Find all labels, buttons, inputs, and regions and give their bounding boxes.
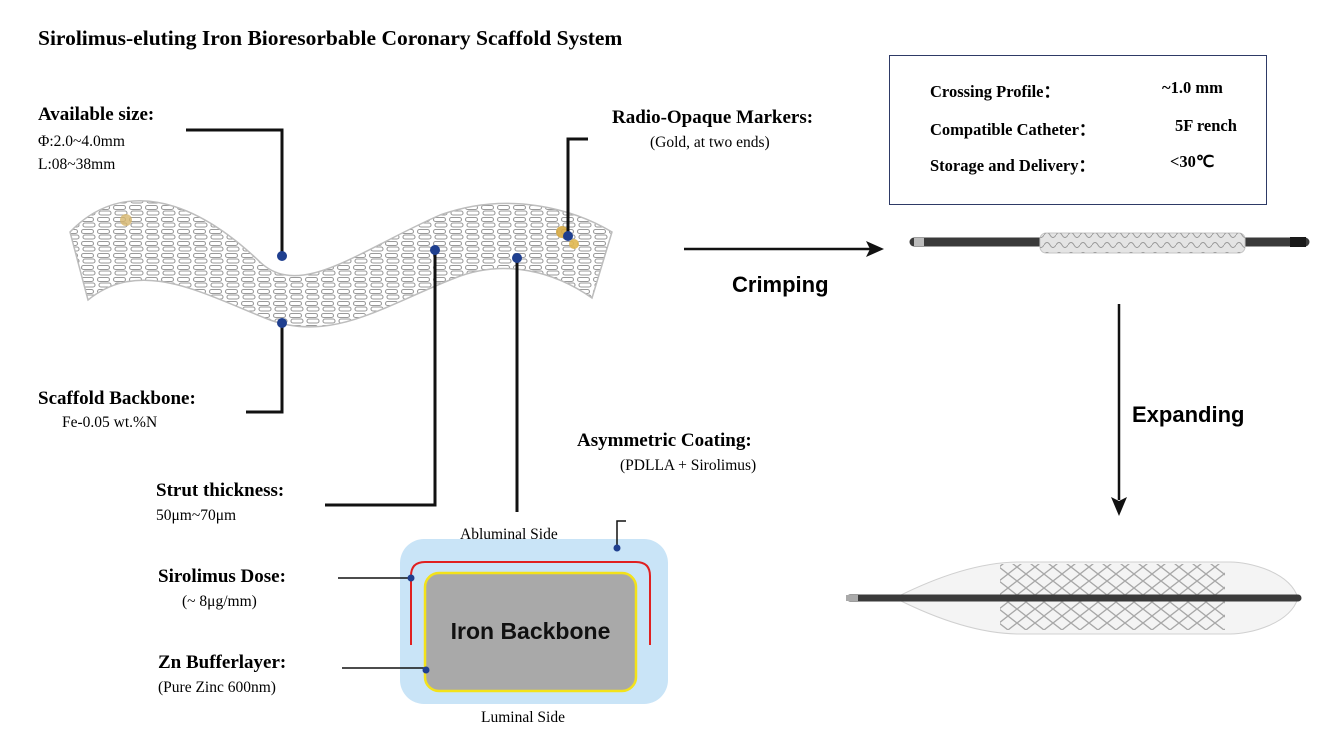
iron-backbone-shape (423, 571, 638, 693)
leader-scaffold-backbone (246, 323, 284, 414)
iron-backbone-label: Iron Backbone (450, 618, 611, 644)
crimped-scaffold (909, 232, 1310, 254)
crimping-label: Crimping (732, 272, 829, 297)
available-size-diameter: Φ:2.0~4.0mm (38, 133, 125, 150)
radio-opaque-heading: Radio-Opaque Markers: (612, 107, 814, 128)
available-size-heading: Available size: (38, 104, 155, 125)
spec-storage-delivery-label: Storage and Delivery： (930, 156, 1095, 175)
expanding-label: Expanding (1132, 402, 1245, 427)
leader-strut-thickness (325, 250, 437, 507)
diagram-title: Sirolimus-eluting Iron Bioresorbable Cor… (38, 26, 623, 50)
sirolimus-coating-line (410, 561, 651, 645)
process-arrows (684, 241, 1127, 516)
marker-dots (277, 231, 573, 328)
available-size-length: L:08~38mm (38, 156, 116, 173)
spec-crossing-profile-label: Crossing Profile： (930, 82, 1061, 101)
abluminal-side-label: Abluminal Side (460, 526, 558, 543)
strut-thickness-heading: Strut thickness: (156, 480, 285, 501)
spec-storage-delivery-value: <30℃ (1170, 152, 1215, 171)
scaffold-backbone-heading: Scaffold Backbone: (38, 388, 196, 409)
gold-marker-left (120, 214, 132, 226)
sirolimus-dose-heading: Sirolimus Dose: (158, 566, 286, 587)
radio-opaque-detail: (Gold, at two ends) (650, 134, 770, 151)
gold-marker-right-b (569, 239, 579, 249)
specs-box: Crossing Profile： ~1.0 mm Compatible Cat… (889, 55, 1267, 205)
spec-crossing-profile-value: ~1.0 mm (1162, 78, 1223, 97)
expanded-scaffold (846, 561, 1302, 635)
spec-compatible-catheter-label: Compatible Catheter： (930, 120, 1096, 139)
zn-bufferlayer-heading: Zn Bufferlayer: (158, 652, 287, 673)
luminal-side-label: Luminal Side (481, 709, 565, 726)
strut-thickness-detail: 50μm~70μm (156, 507, 237, 524)
arrow-down-icon (1111, 497, 1127, 516)
leader-radio-opaque (566, 137, 588, 236)
asymmetric-coating-detail: (PDLLA + Sirolimus) (620, 457, 757, 474)
arrow-right-icon (866, 241, 884, 257)
asymmetric-coating-heading: Asymmetric Coating: (577, 430, 752, 451)
sirolimus-dose-detail: (~ 8μg/mm) (182, 593, 257, 610)
spec-compatible-catheter-value: 5F rench (1175, 116, 1237, 135)
leader-lines (186, 128, 588, 512)
leader-available-size (186, 128, 284, 256)
zn-bufferlayer-detail: (Pure Zinc 600nm) (158, 679, 276, 696)
scaffold-illustration (69, 200, 613, 328)
cross-section (338, 520, 668, 704)
scaffold-backbone-detail: Fe-0.05 wt.%N (62, 414, 158, 431)
